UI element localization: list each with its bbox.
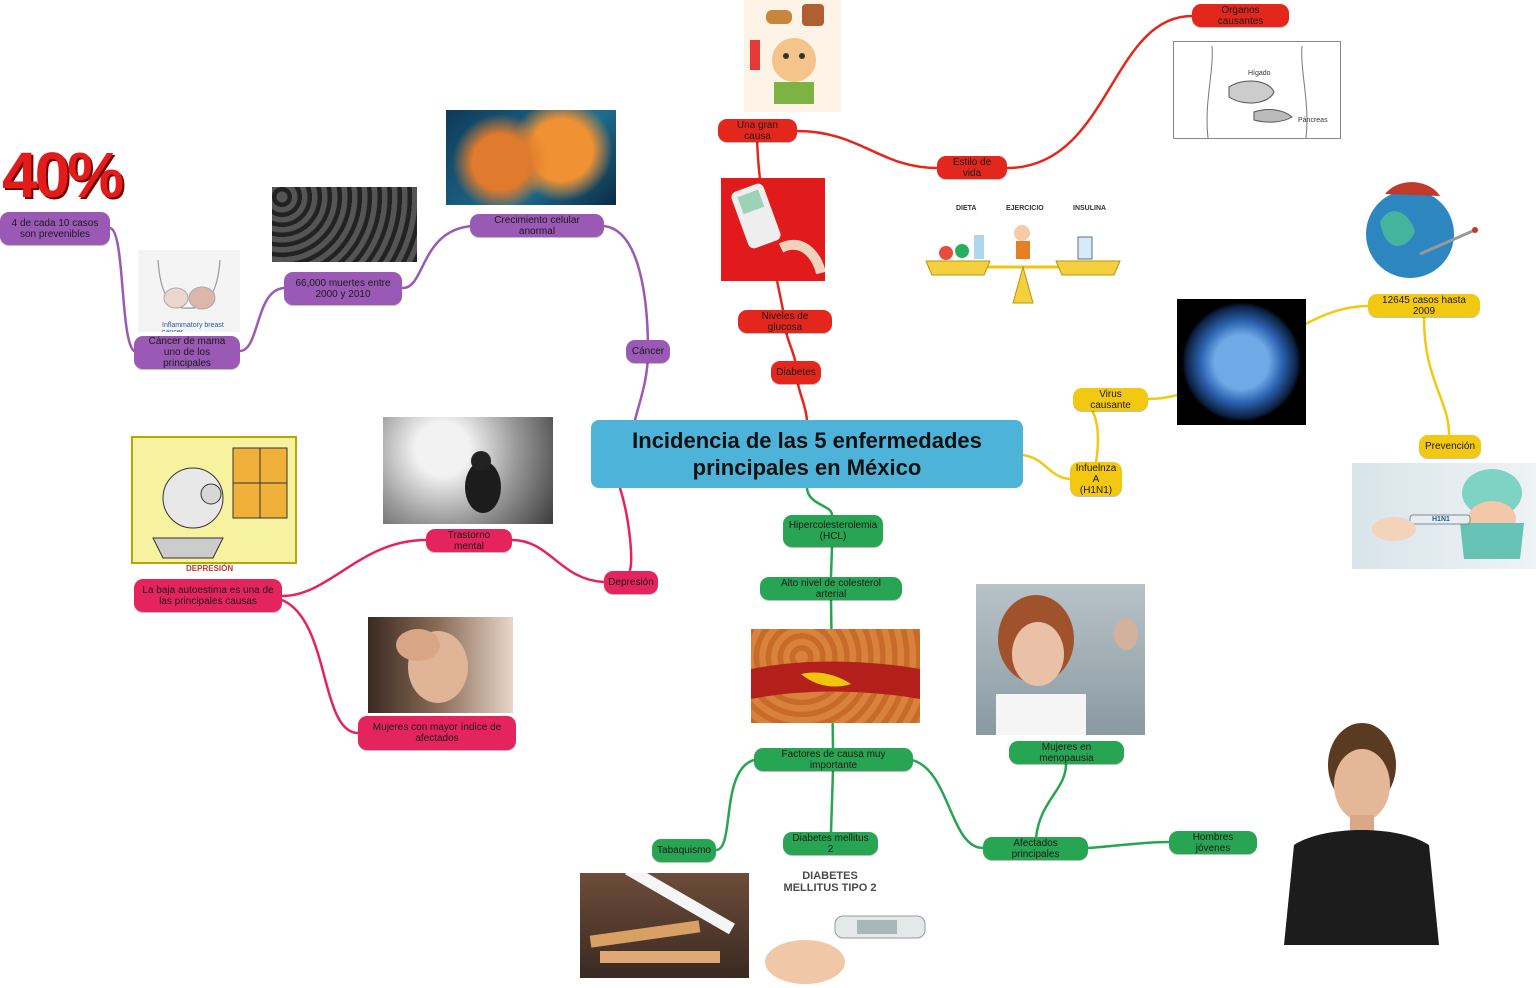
edge-autoestima-mujeres xyxy=(280,598,360,735)
diabetes-mellitus-title: DIABETES MELLITUS TIPO 2 xyxy=(783,870,877,894)
node-casos-prevenibles[interactable]: 4 de cada 10 casos son prevenibles xyxy=(0,212,110,245)
breast-image-caption: Inflammatory breast cancer xyxy=(162,322,224,332)
ejercicio-label: EJERCICIO xyxy=(1006,205,1044,212)
h1n1-syringe-label: H1N1 xyxy=(1432,516,1450,523)
node-crecimiento-celular[interactable]: Crecimiento celular anormal xyxy=(470,214,604,237)
node-tabaquismo[interactable]: Tabaquismo xyxy=(652,839,716,862)
crying-woman-image xyxy=(368,617,513,713)
diabetes-mellitus-image: DIABETES MELLITUS TIPO 2 xyxy=(765,862,936,988)
stressed-woman-image xyxy=(976,584,1145,735)
node-factores-causa[interactable]: Factores de causa muy importante xyxy=(754,748,913,771)
edge-cancer-crecimiento xyxy=(602,224,650,353)
node-trastorno-mental[interactable]: Trastorno mental xyxy=(426,529,512,552)
edge-depresion-trastorno xyxy=(510,538,606,584)
node-mujeres-mayor-indice[interactable]: Mujeres con mayor índice de afectados xyxy=(358,716,516,750)
node-afectados-principales[interactable]: Afectados principales xyxy=(983,837,1088,860)
node-prevencion[interactable]: Prevención xyxy=(1419,435,1481,458)
sick-earth-image xyxy=(1360,172,1486,287)
node-66000-muertes[interactable]: 66,000 muertes entre 2000 y 2010 xyxy=(284,272,402,305)
edge-hcl xyxy=(805,486,834,517)
clogged-artery-image xyxy=(751,629,920,723)
node-virus-causante[interactable]: Virus causante xyxy=(1073,388,1148,411)
virus-image xyxy=(1177,299,1306,425)
edge-factores-tabaquismo xyxy=(714,758,756,852)
central-topic[interactable]: Incidencia de las 5 enfermedades princip… xyxy=(591,420,1023,488)
central-title-line1: Incidencia de las 5 enfermedades xyxy=(632,428,982,453)
edge-afectados-hombres xyxy=(1086,840,1171,850)
junk-food-boy-image xyxy=(744,0,841,112)
liver-pancreas-image: Hígado Páncreas xyxy=(1173,41,1341,139)
pancreas-label: Páncreas xyxy=(1298,117,1328,124)
insulina-label: INSULINA xyxy=(1073,205,1107,212)
edge-depresion xyxy=(618,486,633,572)
crowd-image xyxy=(272,187,417,262)
glucometer-image xyxy=(721,178,825,281)
liver-label: Hígado xyxy=(1248,70,1271,77)
edge-mama-prevenibles xyxy=(108,226,136,353)
cell-division-image xyxy=(446,110,616,205)
node-influenza[interactable]: Infuelnza A (H1N1) xyxy=(1070,462,1122,496)
edge-muertes-mama xyxy=(238,286,286,353)
edge-casos-prevencion xyxy=(1422,316,1451,436)
edge-trastorno-autoestima xyxy=(280,538,428,598)
edge-factores-afectados xyxy=(910,758,985,850)
node-alto-nivel-colesterol[interactable]: Alto nivel de colesterol arterial xyxy=(760,577,902,600)
edge-afectados-menopausia xyxy=(1034,762,1068,840)
depresion-cartoon-caption: DEPRESIÓN xyxy=(186,564,234,573)
edge-crecimiento-muertes xyxy=(400,224,474,290)
node-hipercolesterolemia[interactable]: Hipercolesterolemia (HCL) xyxy=(783,515,883,547)
node-12645-casos[interactable]: 12645 casos hasta 2009 xyxy=(1368,294,1480,317)
node-estilo-vida[interactable]: Estilo de vida xyxy=(937,156,1007,179)
edge-factores-diabetes2 xyxy=(829,768,835,834)
forty-percent-text: 40% xyxy=(2,139,124,211)
node-niveles-glucosa[interactable]: Niveles de glucosa xyxy=(738,310,832,333)
breast-cancer-image: Inflammatory breast cancer xyxy=(138,250,240,332)
node-diabetes-mellitus-2[interactable]: Diabetes mellitus 2 xyxy=(783,832,878,855)
depression-cartoon-image xyxy=(131,436,297,564)
edge-influenza xyxy=(1021,453,1072,481)
edge-causa-estilo xyxy=(795,129,939,170)
node-hombres-jovenes[interactable]: Hombres jóvenes xyxy=(1169,831,1257,854)
node-diabetes[interactable]: Diabetes xyxy=(771,361,821,384)
central-title-line2: principales en México xyxy=(692,455,922,480)
node-organos-causantes[interactable]: Organos causantes xyxy=(1192,4,1289,27)
mask-nurse-image: H1N1 xyxy=(1352,463,1536,569)
young-man-image xyxy=(1274,710,1444,945)
node-mujeres-menopausia[interactable]: Mujeres en menopausia xyxy=(1009,741,1124,764)
diet-exercise-insulin-scale-image: DIETA EJERCICIO INSULINA xyxy=(918,195,1128,310)
node-baja-autoestima[interactable]: La baja autoestima es una de las princip… xyxy=(134,579,282,612)
node-una-gran-causa[interactable]: Una gran causa xyxy=(718,119,797,142)
edge-hcl-nivel xyxy=(829,545,834,578)
cigarettes-image xyxy=(580,873,749,978)
node-cancer-mama[interactable]: Cáncer de mama uno de los principales xyxy=(134,336,240,369)
dieta-label: DIETA xyxy=(956,205,977,212)
node-depresion[interactable]: Depresión xyxy=(604,571,658,594)
sad-person-corner-image xyxy=(383,417,553,524)
node-cancer[interactable]: Cáncer xyxy=(626,340,670,363)
edge-estilo-organos xyxy=(1005,14,1194,170)
